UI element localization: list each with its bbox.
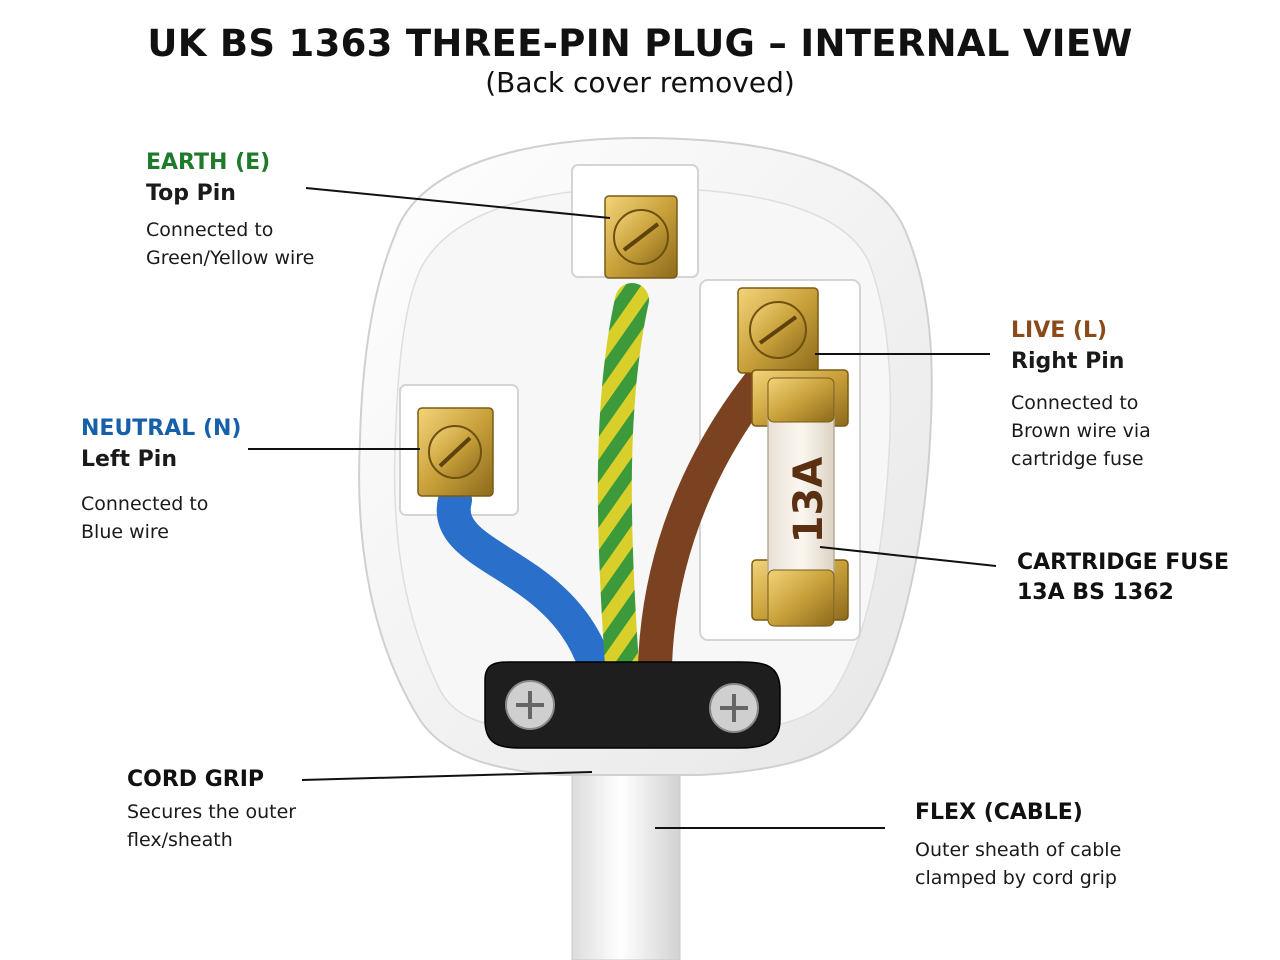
page-title: UK BS 1363 THREE-PIN PLUG – INTERNAL VIE… <box>0 22 1280 65</box>
neutral-desc-line2: Blue wire <box>81 518 169 546</box>
live-heading: LIVE (L) <box>1011 318 1107 343</box>
neutral-subheading: Left Pin <box>81 447 177 472</box>
earth-heading: EARTH (E) <box>146 150 270 175</box>
neutral-heading: NEUTRAL (N) <box>81 416 241 441</box>
cord-grip-heading: CORD GRIP <box>127 767 264 792</box>
fuse-rating-marking: 13A <box>786 457 832 544</box>
cord-grip-desc-line1: Secures the outer <box>127 798 296 826</box>
flex-desc-line1: Outer sheath of cable <box>915 836 1121 864</box>
page-subtitle: (Back cover removed) <box>0 66 1280 99</box>
fuse-heading: CARTRIDGE FUSE <box>1017 550 1229 575</box>
earth-desc-line1: Connected to <box>146 216 273 244</box>
earth-subheading: Top Pin <box>146 181 236 206</box>
leader-cord-grip <box>302 772 592 780</box>
fuse-rating-label: 13A BS 1362 <box>1017 580 1174 605</box>
neutral-desc-line1: Connected to <box>81 490 208 518</box>
live-desc-line3: cartridge fuse <box>1011 445 1144 473</box>
cord-grip-desc-line2: flex/sheath <box>127 826 233 854</box>
live-desc-line2: Brown wire via <box>1011 417 1151 445</box>
flex-desc-line2: clamped by cord grip <box>915 864 1117 892</box>
earth-desc-line2: Green/Yellow wire <box>146 244 314 272</box>
live-desc-line1: Connected to <box>1011 389 1138 417</box>
earth-green-yellow-wire <box>615 300 632 665</box>
flex-heading: FLEX (CABLE) <box>915 800 1083 825</box>
live-subheading: Right Pin <box>1011 349 1124 374</box>
